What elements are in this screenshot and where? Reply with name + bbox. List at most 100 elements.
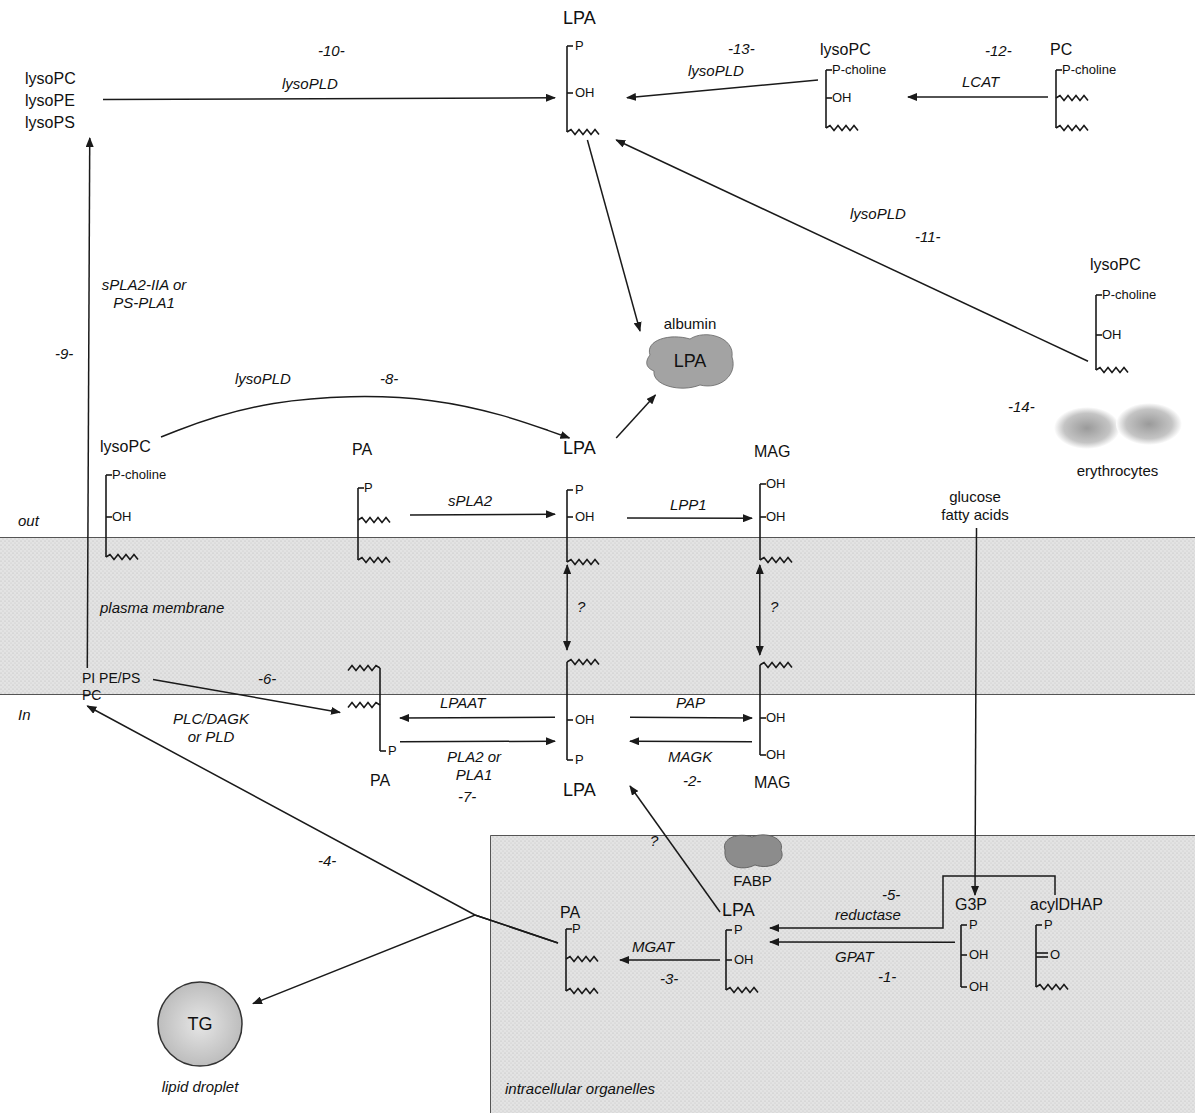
enzyme-label: lysoPLD: [850, 205, 906, 223]
acyl-chain: [566, 957, 598, 962]
reaction-arrow: [87, 138, 89, 668]
molecule: LPAPOH: [720, 900, 770, 1000]
molecule: LPAPOH: [555, 438, 627, 565]
callout-number: -11-: [915, 228, 941, 246]
reaction-arrow: [153, 679, 340, 712]
enzyme-label: MGAT: [632, 938, 674, 956]
acyl-chain: [566, 989, 598, 994]
bond: [380, 750, 386, 752]
enzyme-label: lysoPLD: [282, 75, 338, 93]
molecule: LPAPOH: [555, 8, 627, 140]
molecule: PCP-choline: [1048, 40, 1183, 140]
reaction-arrow: [587, 140, 640, 331]
node-text: P: [575, 752, 584, 768]
node-text: OH: [575, 509, 595, 525]
enzyme-label: ?: [577, 598, 585, 616]
enzyme-label: ?: [770, 598, 778, 616]
acyl-chain: [567, 130, 599, 135]
enzyme-label: reductase: [835, 906, 901, 924]
glycerol-backbone: [566, 662, 568, 760]
node-text: OH: [832, 90, 852, 106]
acyl-chain: [106, 555, 138, 560]
enzyme-label: lysoPLD: [688, 62, 744, 80]
structure-drawing: [98, 437, 188, 562]
enzyme-label: MAGK: [668, 748, 712, 766]
bond: [106, 474, 112, 476]
node-text: P: [575, 482, 584, 498]
node-text: P: [969, 917, 978, 933]
glycerol-backbone: [960, 925, 962, 987]
molecule: acylDHAPPO: [1030, 895, 1130, 1000]
region-label: intracellular organelles: [505, 1080, 655, 1098]
molecule: PPA: [340, 655, 400, 795]
node-text: OH: [766, 476, 786, 492]
lipid-group: lysoPC lysoPE lysoPS: [25, 68, 103, 138]
bond: [358, 487, 364, 489]
bond: [961, 954, 967, 956]
bond: [1096, 294, 1102, 296]
node-text: OH: [1102, 327, 1122, 343]
node-text: OH: [575, 85, 595, 101]
node-label: lysoPC: [100, 437, 151, 456]
node-text: P-choline: [832, 62, 886, 78]
bond: [106, 516, 112, 518]
callout-number: -12-: [985, 42, 1012, 60]
molecule: PAP: [350, 440, 410, 565]
reaction-arrow: [87, 706, 558, 943]
callout-number: -8-: [380, 370, 398, 388]
node-text: P-choline: [112, 467, 166, 483]
node-label: albumin: [640, 315, 740, 333]
nutrient-source: glucose fatty acids: [935, 488, 1018, 528]
side-label: In: [18, 706, 31, 724]
node-text: OH: [734, 952, 754, 968]
reaction-arrow: [616, 140, 1088, 361]
callout-number: -6-: [258, 670, 276, 688]
bond: [567, 719, 573, 721]
glycerol-backbone: [357, 488, 359, 560]
reaction-arrow: [616, 395, 655, 438]
glycerol-backbone: [566, 46, 568, 132]
reaction-arrow: [627, 80, 818, 98]
bond: [566, 928, 572, 930]
acyl-chain: [760, 558, 792, 563]
bond: [826, 97, 832, 99]
bond: [826, 69, 832, 71]
acyl-chain: [358, 558, 390, 563]
node-label: P: [388, 743, 397, 759]
erythrocytes: erythrocytes: [1045, 400, 1193, 488]
molecule: PAP: [558, 903, 620, 1003]
bond: [567, 516, 573, 518]
callout-number: -10-: [318, 42, 345, 60]
lipid-droplet: TGlipid droplet: [150, 978, 253, 1106]
node-text: P-choline: [1102, 287, 1156, 303]
bond: [961, 986, 967, 988]
molecule: lysoPCP-cholineOH: [1088, 255, 1188, 380]
reaction-arrow: [630, 740, 752, 742]
node-label: OH: [766, 710, 786, 726]
bond: [567, 489, 573, 491]
node-text: P: [1044, 917, 1053, 933]
glycerol-backbone: [1055, 70, 1057, 128]
side-label: out: [18, 512, 39, 530]
bond: [961, 924, 967, 926]
node-text: P: [364, 480, 373, 496]
region-label: plasma membrane: [100, 599, 224, 617]
glycerol-backbone: [566, 490, 568, 562]
acyl-chain: [348, 703, 380, 708]
acyl-chain: [1056, 96, 1088, 101]
node-label: LPA: [722, 900, 755, 922]
node-text: lipid droplet: [150, 1078, 250, 1096]
fabp-protein: FABP: [715, 832, 793, 894]
glycerol-backbone: [759, 665, 761, 755]
reaction-arrow: [759, 565, 761, 655]
organelle-edge: [491, 836, 1195, 1113]
node-text: LPA: [640, 351, 740, 373]
node-text: P: [575, 38, 584, 54]
molecule: lysoPCP-cholineOH: [818, 40, 908, 140]
enzyme-label: ?: [650, 832, 658, 850]
organelle-band: intracellular organelles: [490, 835, 1195, 1113]
reaction-arrow: [630, 786, 720, 912]
reaction-arrow: [975, 528, 977, 895]
acyl-chain: [348, 666, 380, 671]
reaction-arrow: [161, 397, 569, 438]
